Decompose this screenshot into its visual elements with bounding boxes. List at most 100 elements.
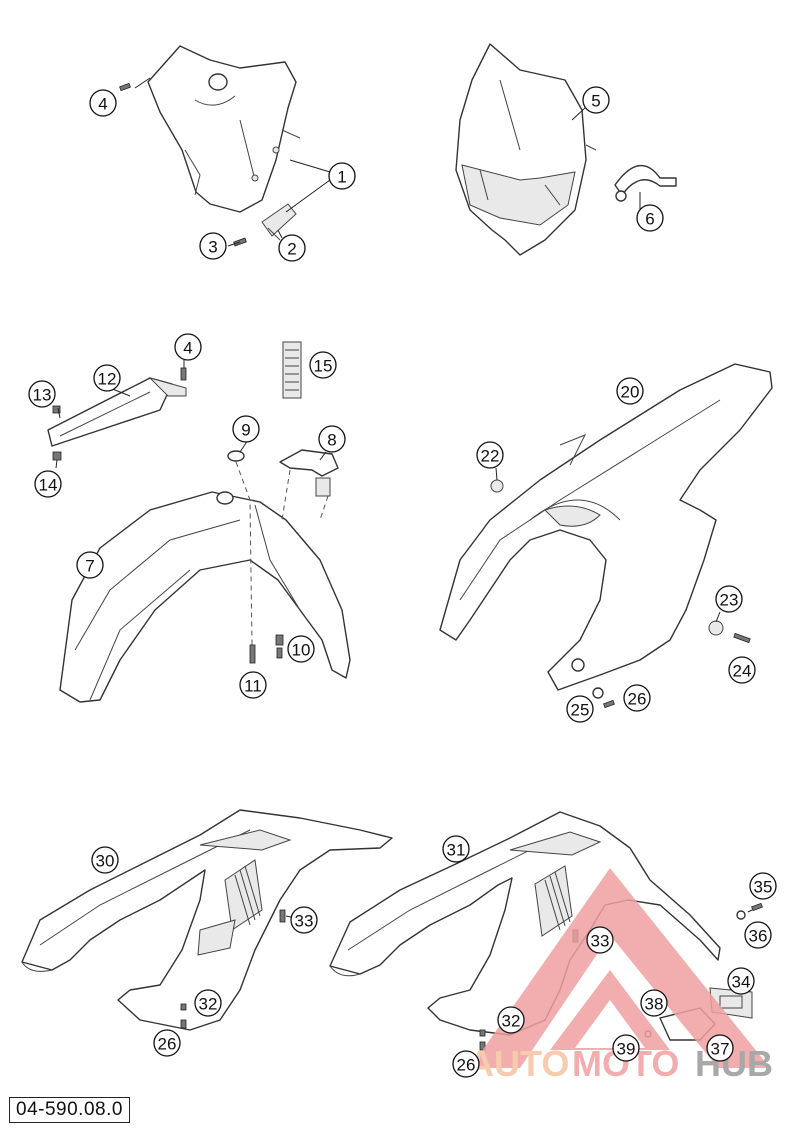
svg-text:36: 36 [749, 927, 768, 946]
svg-text:32: 32 [199, 995, 218, 1014]
callout-12: 12 [93, 364, 121, 392]
callout-36: 36 [744, 921, 772, 949]
svg-text:2: 2 [287, 240, 296, 259]
svg-text:25: 25 [571, 701, 590, 720]
callout-7: 7 [76, 551, 104, 579]
washer-25 [592, 687, 604, 699]
screw-26b [180, 1019, 187, 1029]
svg-text:26: 26 [628, 690, 647, 709]
callout-4b: 4 [174, 333, 202, 361]
callout-22: 22 [476, 441, 504, 469]
callout-10: 10 [287, 635, 315, 663]
callout-35: 35 [749, 872, 777, 900]
callout-4a: 4 [89, 89, 117, 117]
svg-text:6: 6 [645, 210, 654, 229]
callout-20: 20 [616, 377, 644, 405]
callout-33a: 33 [290, 906, 318, 934]
callout-33b: 33 [586, 926, 614, 954]
svg-text:7: 7 [85, 557, 94, 576]
velcro-strip-part [282, 341, 302, 399]
front-fender-part [59, 491, 351, 703]
svg-text:13: 13 [33, 386, 52, 405]
svg-text:31: 31 [447, 841, 466, 860]
callout-3: 3 [199, 232, 227, 260]
svg-text:3: 3 [208, 238, 217, 257]
callout-34: 34 [727, 967, 755, 995]
svg-text:10: 10 [292, 641, 311, 660]
svg-text:4: 4 [98, 95, 107, 114]
svg-text:35: 35 [754, 878, 773, 897]
screw-33a [279, 909, 286, 923]
callout-23: 23 [715, 585, 743, 613]
svg-text:26: 26 [457, 1056, 476, 1075]
callout-26c: 26 [452, 1050, 480, 1078]
mask-bracket-part [261, 203, 297, 241]
svg-text:26: 26 [158, 1035, 177, 1054]
nut-23 [708, 620, 724, 636]
headlight-mask-part [147, 45, 301, 213]
screw-13 [52, 405, 61, 414]
svg-text:4: 4 [183, 339, 192, 358]
svg-text:32: 32 [502, 1012, 521, 1031]
screw-4a [119, 82, 131, 92]
svg-text:23: 23 [720, 591, 739, 610]
svg-text:38: 38 [645, 995, 664, 1014]
grommet-9 [227, 450, 245, 462]
number-plate-part [47, 377, 187, 447]
svg-text:22: 22 [481, 447, 500, 466]
svg-text:34: 34 [732, 973, 751, 992]
callout-30: 30 [91, 846, 119, 874]
screw-4b [180, 367, 187, 381]
rear-fender-part [439, 363, 773, 691]
watermark-text-auto: AUTO [468, 1043, 569, 1084]
headlight-clamp-part [614, 164, 677, 202]
callout-26b: 26 [153, 1029, 181, 1057]
svg-text:33: 33 [295, 912, 314, 931]
screw-35 [751, 902, 763, 912]
svg-text:37: 37 [711, 1040, 730, 1059]
callout-38: 38 [640, 989, 668, 1017]
callout-32b: 32 [497, 1006, 525, 1034]
nut-22 [490, 479, 504, 493]
screw-10 [275, 634, 284, 659]
callout-25: 25 [566, 695, 594, 723]
callout-1: 1 [328, 162, 356, 190]
fender-bracket-part [279, 449, 339, 497]
svg-text:1: 1 [337, 168, 346, 187]
svg-text:5: 5 [591, 92, 600, 111]
screw-32a [180, 1003, 187, 1011]
svg-text:30: 30 [96, 852, 115, 871]
callout-37: 37 [706, 1034, 734, 1062]
svg-text:12: 12 [98, 370, 117, 389]
callout-2: 2 [278, 234, 306, 262]
svg-text:14: 14 [39, 476, 58, 495]
callout-6: 6 [636, 204, 664, 232]
callout-11: 11 [239, 671, 267, 699]
callout-14: 14 [34, 470, 62, 498]
svg-text:8: 8 [327, 431, 336, 450]
washer-36 [736, 910, 746, 920]
side-cover-31-part [329, 811, 721, 1036]
screw-24 [733, 632, 751, 644]
svg-text:24: 24 [733, 662, 752, 681]
svg-text:20: 20 [621, 383, 640, 402]
callout-24: 24 [728, 656, 756, 684]
screw-11 [249, 644, 256, 664]
callout-32a: 32 [194, 989, 222, 1017]
svg-text:33: 33 [591, 932, 610, 951]
callout-15: 15 [309, 351, 337, 379]
callout-9: 9 [232, 415, 260, 443]
svg-text:15: 15 [314, 357, 333, 376]
svg-text:39: 39 [617, 1040, 636, 1059]
callout-13: 13 [28, 380, 56, 408]
screw-26c [479, 1029, 486, 1051]
nut-14 [52, 451, 62, 461]
callout-31: 31 [442, 835, 470, 863]
svg-text:9: 9 [241, 421, 250, 440]
callout-5: 5 [582, 86, 610, 114]
callout-26a: 26 [623, 684, 651, 712]
side-cover-30-part [21, 809, 393, 1031]
headlight-part [455, 43, 597, 256]
svg-text:11: 11 [244, 677, 262, 696]
